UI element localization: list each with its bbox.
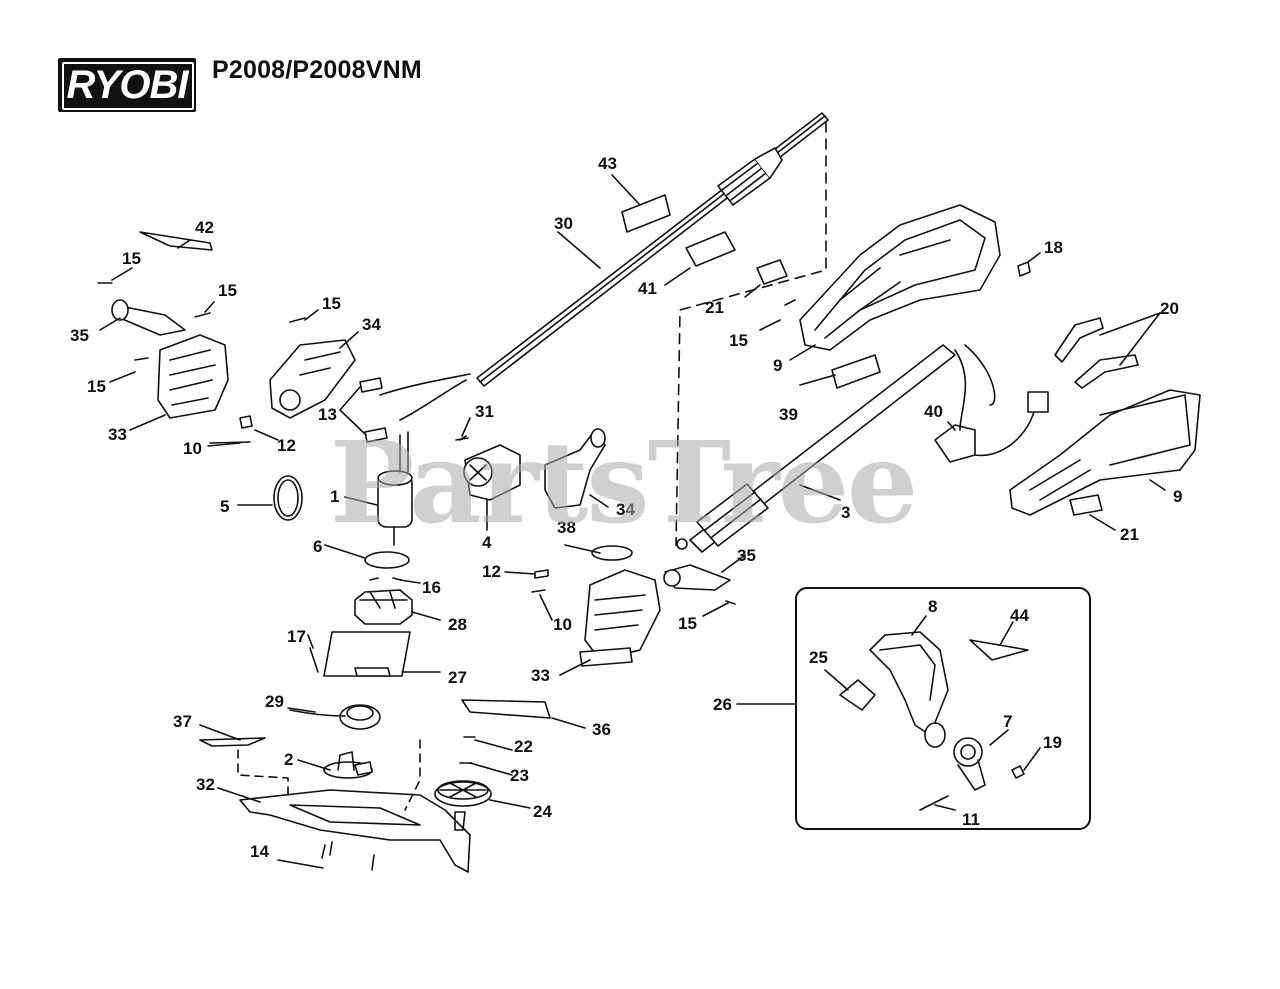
callout-31: 31	[475, 402, 494, 421]
ryobi-logo: RYOBI	[58, 58, 196, 112]
guard-part	[239, 789, 471, 873]
callout-40: 40	[924, 402, 943, 421]
callout-35a: 35	[70, 326, 89, 345]
callout-34b: 34	[616, 500, 635, 519]
callout-41: 41	[638, 279, 657, 298]
callout-labels: 1 2 3 4 5 6 7 8 9 9 10 10 11 12 12 13 14…	[70, 154, 1182, 861]
callout-43: 43	[598, 154, 617, 173]
motor-housing-left-part	[111, 299, 229, 419]
callout-15c: 15	[322, 294, 341, 313]
logo-border	[62, 62, 194, 110]
callout-34a: 34	[362, 315, 381, 334]
callout-24: 24	[533, 802, 552, 821]
logo-text: RYOBI	[66, 63, 189, 107]
callout-44: 44	[1010, 606, 1029, 625]
callout-15e: 15	[729, 331, 748, 350]
callout-36: 36	[592, 720, 611, 739]
model-number: P2008/P2008VNM	[212, 56, 422, 84]
motor-housing-right-part	[269, 339, 356, 419]
motor-part	[377, 431, 413, 546]
callout-37: 37	[173, 712, 192, 731]
callout-30: 30	[554, 214, 573, 233]
handle-housing-left-part	[799, 204, 1001, 351]
callout-33b: 33	[531, 666, 550, 685]
callout-19: 19	[1043, 733, 1062, 752]
callout-15f: 15	[678, 614, 697, 633]
wheel-part	[434, 780, 492, 807]
edger-wheel-part	[953, 737, 986, 791]
gear-case-part	[579, 569, 661, 667]
callout-12a: 12	[277, 436, 296, 455]
callout-26: 26	[713, 695, 732, 714]
callout-28: 28	[448, 615, 467, 634]
upper-shaft-part	[476, 112, 829, 387]
callout-8: 8	[928, 597, 937, 616]
callout-3: 3	[841, 503, 850, 522]
callout-21b: 21	[1120, 525, 1139, 544]
callout-23: 23	[510, 766, 529, 785]
watermark-text: PartsTree	[330, 418, 918, 549]
callout-6: 6	[313, 537, 322, 556]
callout-39: 39	[779, 405, 798, 424]
callout-5: 5	[220, 497, 229, 516]
callout-11: 11	[962, 810, 980, 829]
callout-29: 29	[265, 692, 284, 711]
callout-17: 17	[287, 627, 306, 646]
callout-25: 25	[809, 648, 828, 667]
callout-9b: 9	[1173, 487, 1182, 506]
callout-32: 32	[196, 775, 215, 794]
lower-shaft-part	[676, 344, 956, 553]
callout-22: 22	[514, 737, 533, 756]
handle-housing-right-part	[1009, 389, 1201, 516]
edger-kit-inset-box	[795, 587, 1091, 830]
callout-7: 7	[1003, 712, 1012, 731]
callout-2: 2	[284, 750, 293, 769]
callout-18: 18	[1044, 238, 1063, 257]
callout-27: 27	[448, 668, 467, 687]
callout-10a: 10	[183, 439, 202, 458]
callout-20: 20	[1160, 299, 1179, 318]
callout-1: 1	[330, 487, 339, 506]
callout-16: 16	[422, 578, 441, 597]
callout-21a: 21	[705, 298, 724, 317]
callout-13: 13	[318, 405, 337, 424]
callout-12b: 12	[482, 562, 501, 581]
edger-guide-part	[839, 631, 949, 748]
callout-15d: 15	[87, 377, 106, 396]
callout-15a: 15	[122, 249, 141, 268]
callout-33a: 33	[108, 425, 127, 444]
spool-housing-part	[354, 589, 413, 625]
gear-housing-part	[463, 444, 521, 501]
callout-38: 38	[557, 518, 576, 537]
callout-42: 42	[195, 218, 214, 237]
callout-35b: 35	[737, 546, 756, 565]
callout-14: 14	[250, 842, 269, 861]
callout-4: 4	[482, 533, 492, 552]
callout-9a: 9	[773, 356, 782, 375]
callout-10b: 10	[553, 615, 572, 634]
callout-15b: 15	[218, 281, 237, 300]
